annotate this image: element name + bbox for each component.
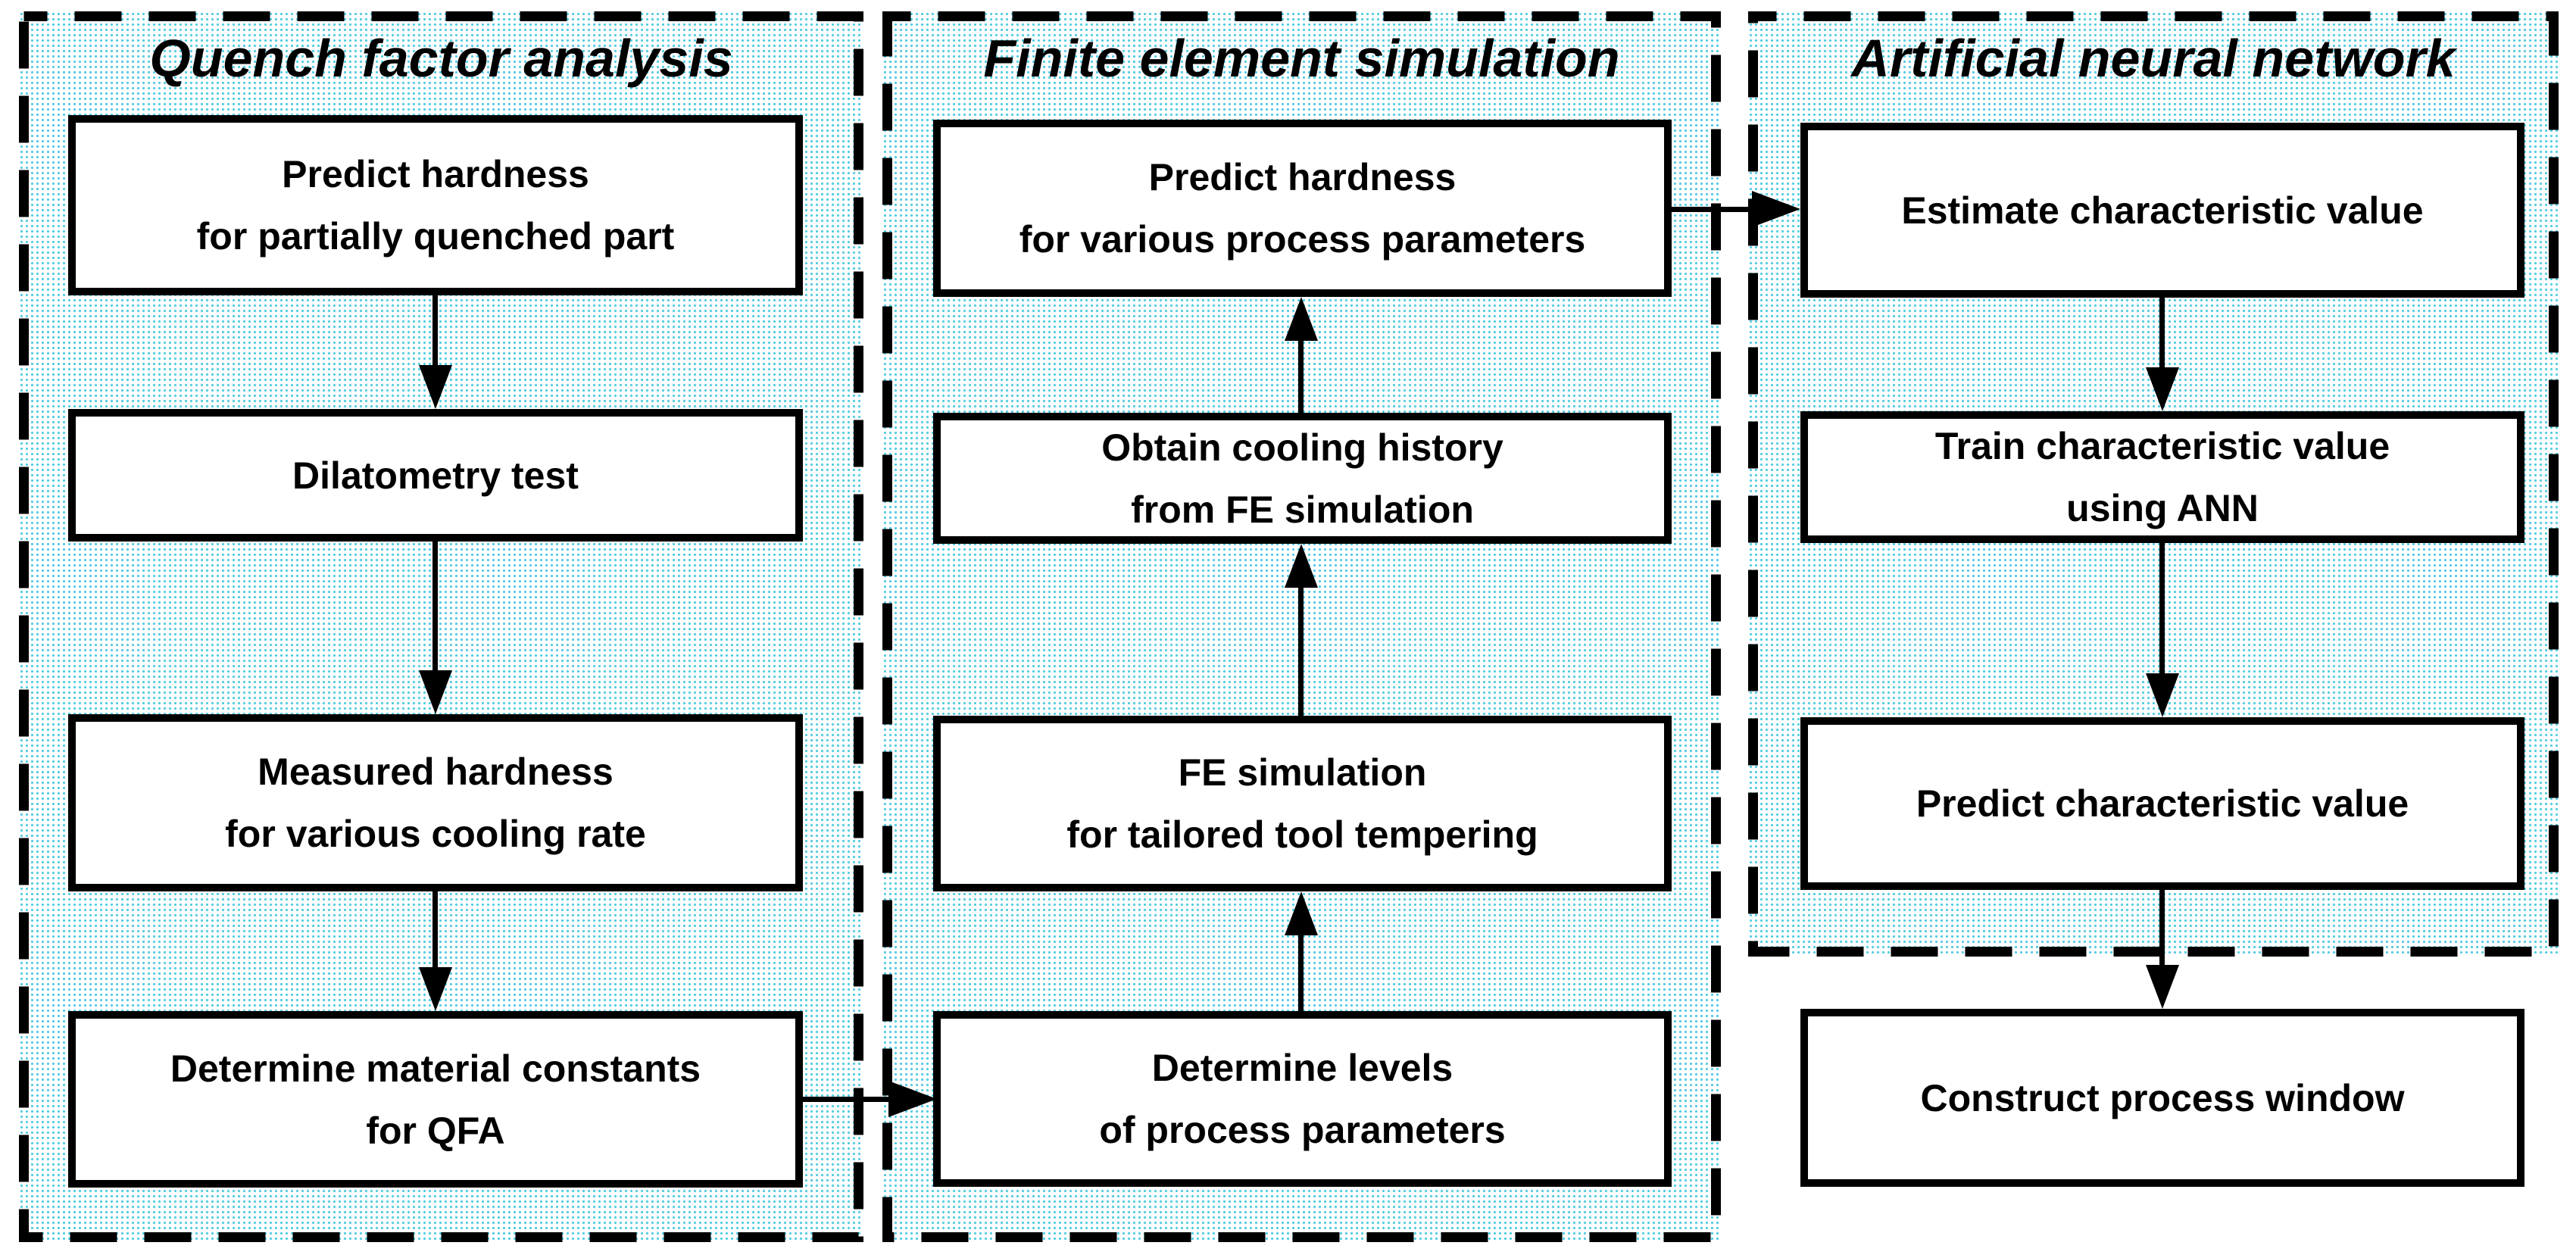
box-text-line: Construct process window <box>1920 1076 2405 1119</box>
down-arrowhead-icon <box>2146 965 2179 1009</box>
right-arrowhead-icon <box>888 1081 937 1117</box>
down-arrowhead-icon <box>419 670 452 714</box>
box-material-constants-qfa: Determine material constants for QFA <box>68 1011 803 1188</box>
box-text-line: Predict hardness <box>1148 156 1457 198</box>
box-fe-simulation-tempering: FE simulation for tailored tool temperin… <box>933 716 1672 891</box>
box-obtain-cooling-history: Obtain cooling history from FE simulatio… <box>933 413 1672 544</box>
box-text-line: FE simulation <box>1178 751 1427 794</box>
box-text-line: Predict hardness <box>282 153 589 195</box>
box-text-line: Dilatometry test <box>292 454 579 497</box>
panel-dashed-border <box>1748 11 2559 957</box>
box-predict-hardness-process-parameters: Predict hardness for various process par… <box>933 120 1672 297</box>
panel-title-ann: Artificial neural network <box>1851 29 2456 88</box>
box-text-line: for tailored tool tempering <box>1066 813 1538 856</box>
box-text-line: Predict characteristic value <box>1916 782 2409 825</box>
box-text-line: Train characteristic value <box>1934 425 2390 467</box>
arrow-line <box>1298 588 1304 716</box>
box-text-line: Estimate characteristic value <box>1901 189 2424 232</box>
up-arrowhead-icon <box>1285 891 1318 935</box>
box-text-line: Obtain cooling history <box>1101 426 1503 469</box>
arrow-line <box>2159 298 2165 367</box>
box-text-line: Measured hardness <box>258 751 614 793</box>
up-arrowhead-icon <box>1285 544 1318 588</box>
box-text-line: Determine levels <box>1151 1047 1453 1089</box>
down-arrowhead-icon <box>2146 367 2179 411</box>
arrow-line <box>2159 890 2165 965</box>
arrow-line <box>1298 935 1304 1011</box>
arrow-line <box>432 542 438 670</box>
box-text-line: for QFA <box>366 1109 505 1152</box>
panel-title-qfa: Quench factor analysis <box>149 29 733 88</box>
box-text-line: for partially quenched part <box>196 215 675 258</box>
arrow-line <box>1672 207 1752 212</box>
box-construct-process-window: Construct process window <box>1800 1009 2524 1187</box>
down-arrowhead-icon <box>419 365 452 409</box>
box-dilatometry-test: Dilatometry test <box>68 409 803 542</box>
arrow-line <box>1298 341 1304 413</box>
arrow-line <box>432 891 438 967</box>
box-measured-hardness: Measured hardness for various cooling ra… <box>68 714 803 891</box>
box-determine-levels-process-parameters: Determine levels of process parameters <box>933 1011 1672 1187</box>
box-text-line: of process parameters <box>1099 1109 1506 1151</box>
box-text-line: from FE simulation <box>1131 488 1474 531</box>
box-train-characteristic-value-ann: Train characteristic value using ANN <box>1800 411 2524 543</box>
up-arrowhead-icon <box>1285 297 1318 341</box>
box-text-line: for various cooling rate <box>225 813 646 855</box>
down-arrowhead-icon <box>419 967 452 1011</box>
panel-dashed-border <box>19 11 863 1242</box>
down-arrowhead-icon <box>2146 673 2179 717</box>
arrow-line <box>432 295 438 365</box>
box-text-line: for various process parameters <box>1019 218 1586 261</box>
box-text-line: using ANN <box>2066 487 2259 529</box>
right-arrowhead-icon <box>1752 191 1800 227</box>
arrow-line <box>2159 543 2165 673</box>
arrow-line <box>801 1097 888 1102</box>
box-text-line: Determine material constants <box>170 1047 701 1090</box>
panel-dashed-border <box>882 11 1721 1242</box>
box-predict-characteristic-value: Predict characteristic value <box>1800 717 2524 890</box>
box-estimate-characteristic-value: Estimate characteristic value <box>1800 123 2524 298</box>
box-predict-hardness-partial: Predict hardness for partially quenched … <box>68 115 803 295</box>
panel-title-fe: Finite element simulation <box>983 29 1620 88</box>
